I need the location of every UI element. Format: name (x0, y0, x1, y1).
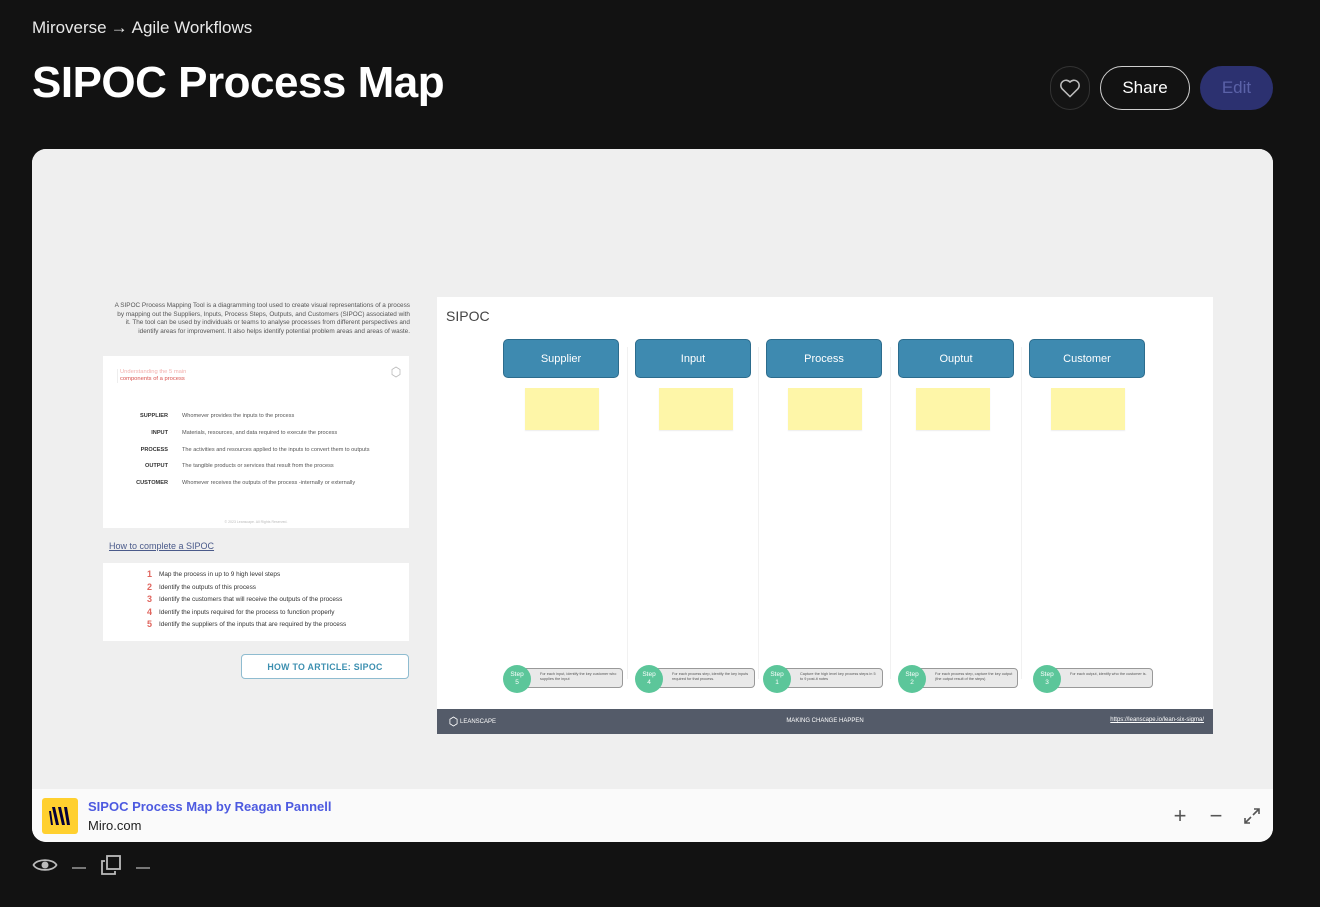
copy-icon (101, 855, 121, 875)
sticky-note-customer[interactable] (1051, 388, 1125, 430)
breadcrumb-link-agile-workflows[interactable]: Agile Workflows (131, 18, 253, 37)
footer-site: Miro.com (88, 818, 142, 833)
miro-logo-icon (42, 798, 78, 834)
step-hint: For each process step, capture the key o… (916, 668, 1018, 688)
column-header-input[interactable]: Input (635, 339, 751, 378)
column-divider (758, 347, 759, 679)
bottom-tools (32, 854, 158, 881)
definition-term: OUTPUT (145, 463, 168, 469)
header-actions: Share Edit (1050, 66, 1273, 110)
column-header-process[interactable]: Process (766, 339, 882, 378)
step-number: 5 (146, 619, 152, 629)
definition-desc: Whomever provides the inputs to the proc… (182, 413, 295, 419)
definitions-card-footer: © 2023 Leanscape. All Rights Reserved. (224, 520, 288, 524)
board-embed: A SIPOC Process Mapping Tool is a diagra… (32, 149, 1273, 842)
definition-row: PROCESS The activities and resources appl… (103, 447, 409, 459)
column-header-customer[interactable]: Customer (1029, 339, 1145, 378)
breadcrumb-link-miroverse[interactable]: Miroverse (32, 18, 107, 37)
edit-button[interactable]: Edit (1200, 66, 1273, 110)
expand-icon (1244, 808, 1260, 824)
sipoc-title: SIPOC (446, 308, 490, 324)
intro-text: A SIPOC Process Mapping Tool is a diagra… (114, 302, 410, 335)
step-number: 3 (146, 594, 152, 604)
breadcrumb: Miroverse → Agile Workflows (32, 18, 252, 38)
how-to-complete-link[interactable]: How to complete a SIPOC (109, 541, 215, 551)
sticky-note-output[interactable] (916, 388, 990, 430)
step-number: 4 (146, 607, 152, 617)
how-to-article-button[interactable]: HOW TO ARTICLE: SIPOC (241, 654, 409, 679)
leanscape-hexagon-icon (449, 716, 458, 727)
breadcrumb-arrow: → (110, 18, 128, 37)
page-title: SIPOC Process Map (32, 58, 445, 107)
definitions-title-line1: Understanding the 5 main (120, 369, 187, 375)
column-header-supplier[interactable]: Supplier (503, 339, 619, 378)
zoom-in-button[interactable]: + (1173, 803, 1187, 828)
sticky-note-input[interactable] (659, 388, 733, 430)
zoom-controls: + − (1169, 805, 1263, 827)
board-canvas[interactable]: A SIPOC Process Mapping Tool is a diagra… (32, 149, 1273, 789)
board-title-link[interactable]: SIPOC Process Map by Reagan Pannell (88, 799, 332, 814)
like-button[interactable] (1050, 66, 1090, 110)
leanscape-logo-text: LEANSCAPE (460, 718, 497, 725)
steps-card: 1 Map the process in up to 9 high level s… (103, 563, 409, 641)
footer-tagline: MAKING CHANGE HAPPEN (786, 718, 864, 724)
divider-dash (72, 866, 86, 869)
heart-icon (1060, 79, 1080, 98)
definitions-card-title: Understanding the 5 main components of a… (117, 369, 186, 383)
sticky-note-process[interactable] (788, 388, 862, 430)
definition-row: OUTPUT The tangible products or services … (103, 463, 409, 475)
step-text: Identify the outputs of this process (159, 584, 256, 591)
definition-term: PROCESS (140, 447, 168, 453)
sipoc-board-footer: LEANSCAPE MAKING CHANGE HAPPEN https://l… (437, 709, 1213, 734)
leanscape-url-link[interactable]: https://leanscape.io/lean-six-sigma/ (1110, 717, 1204, 723)
zoom-out-button[interactable]: − (1209, 803, 1223, 828)
step-hint: For each process step, identify the key … (653, 668, 755, 688)
definitions-card: Understanding the 5 main components of a… (103, 356, 409, 528)
column-divider (627, 347, 628, 679)
definition-desc: Whomever receives the outputs of the pro… (182, 480, 356, 486)
preview-button[interactable] (32, 856, 58, 879)
sipoc-board: SIPOC Supplier Input Process Ouptut Cust… (437, 297, 1213, 734)
definition-row: INPUT Materials, resources, and data requ… (103, 430, 409, 442)
embed-footer: SIPOC Process Map by Reagan Pannell Miro… (32, 789, 1273, 842)
eye-icon (32, 859, 58, 871)
fullscreen-button[interactable] (1241, 805, 1263, 827)
step-text: Identify the suppliers of the inputs tha… (159, 621, 347, 628)
step-text: Identify the inputs required for the pro… (159, 609, 335, 616)
share-button[interactable]: Share (1100, 66, 1190, 110)
copy-button[interactable] (100, 854, 122, 881)
column-divider (1021, 347, 1022, 679)
definition-row: SUPPLIER Whomever provides the inputs to … (103, 413, 409, 425)
definition-desc: The activities and resources applied to … (182, 447, 370, 453)
column-header-output[interactable]: Ouptut (898, 339, 1014, 378)
definitions-title-line2: components of a process (120, 376, 185, 382)
definition-term: INPUT (151, 430, 168, 436)
column-divider (890, 347, 891, 679)
definition-desc: Materials, resources, and data required … (182, 430, 338, 436)
definition-desc: The tangible products or services that r… (182, 463, 334, 469)
divider-dash (136, 866, 150, 869)
step-hint: For each input, identify the key custome… (521, 668, 623, 688)
definition-row: CUSTOMER Whomever receives the outputs of… (103, 480, 409, 492)
step-text: Map the process in up to 9 high level st… (159, 571, 281, 578)
step-number: 1 (146, 569, 152, 579)
sticky-note-supplier[interactable] (525, 388, 599, 430)
definition-term: SUPPLIER (140, 413, 168, 419)
leanscape-logo-icon (391, 366, 401, 378)
definition-term: CUSTOMER (136, 480, 168, 486)
step-number: 2 (146, 582, 152, 592)
step-text: Identify the customers that will receive… (159, 596, 343, 603)
step-hint: For each output, identify who the custom… (1051, 668, 1153, 688)
step-hint: Capture the high level key process steps… (781, 668, 883, 688)
leanscape-logo: LEANSCAPE (449, 716, 496, 727)
